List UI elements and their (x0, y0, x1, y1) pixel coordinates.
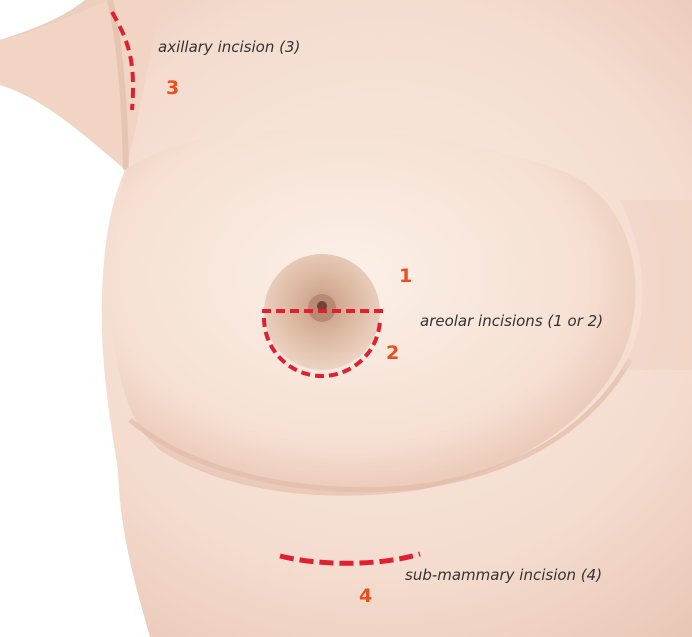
submammary-label: sub-mammary incision (4) (405, 566, 602, 584)
number-1: 1 (399, 265, 412, 287)
number-4: 4 (359, 585, 372, 607)
areolar-label: areolar incisions (1 or 2) (420, 312, 603, 330)
axillary-label: axillary incision (3) (158, 38, 300, 56)
number-2: 2 (386, 342, 399, 364)
number-3: 3 (166, 77, 179, 99)
